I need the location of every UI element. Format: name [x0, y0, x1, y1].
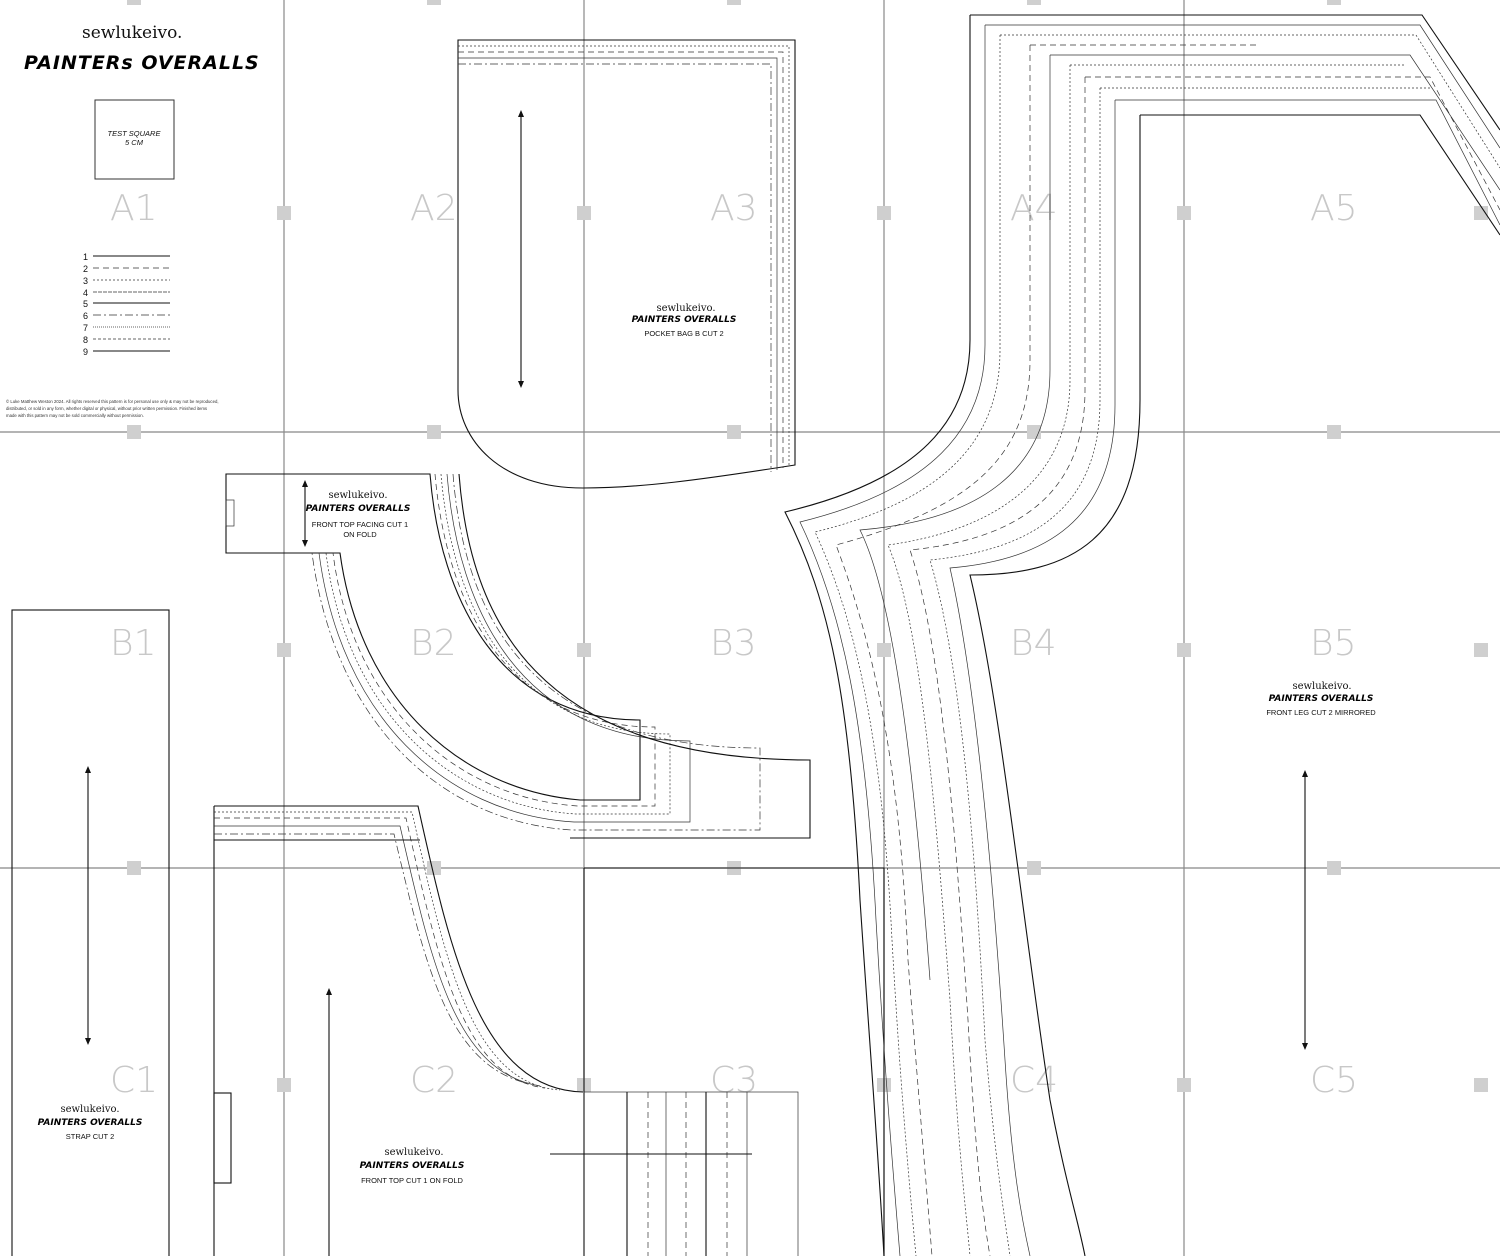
- legend-number: 4: [83, 288, 88, 298]
- piece-brand: sewlukeivo.: [328, 490, 387, 501]
- copyright-line: © Luke Matthew Weston 2024. All rights r…: [6, 399, 219, 404]
- tile-label: B5: [1310, 623, 1356, 664]
- tile-label: B4: [1010, 623, 1056, 664]
- piece-title: PAINTERS OVERALLS: [306, 504, 411, 514]
- piece-front-top: sewlukeivo. PAINTERS OVERALLS FRONT TOP …: [213, 805, 584, 1256]
- tile-label: C4: [1010, 1060, 1058, 1101]
- piece-desc: ON FOLD: [343, 530, 377, 539]
- legend-number: 2: [83, 264, 88, 274]
- piece-title: PAINTERS OVERALLS: [38, 1118, 143, 1128]
- copyright-line: distributed, or sold in any form, whethe…: [6, 406, 207, 411]
- line-legend: 1 2 3 4 5 6 7 8 9: [83, 252, 170, 357]
- piece-desc: POCKET BAG B CUT 2: [644, 329, 723, 338]
- piece-title: PAINTERS OVERALLS: [360, 1161, 465, 1171]
- tile-label: C3: [710, 1060, 758, 1101]
- tile-label: A3: [710, 188, 758, 229]
- tile-label: A4: [1010, 188, 1058, 229]
- piece-pocket-bag: sewlukeivo. PAINTERS OVERALLS POCKET BAG…: [457, 39, 796, 489]
- piece-front-top-facing: sewlukeivo. PAINTERS OVERALLS FRONT TOP …: [225, 473, 811, 839]
- tile-label: A2: [410, 188, 458, 229]
- legend-number: 3: [83, 276, 88, 286]
- piece-desc: FRONT TOP CUT 1 ON FOLD: [361, 1176, 463, 1185]
- legend-number: 5: [83, 299, 88, 309]
- legend-number: 6: [83, 311, 88, 321]
- pattern-header: sewlukeivo. PAINTERs OVERALLS TEST SQUAR…: [24, 23, 260, 180]
- piece-front-leg: sewlukeivo. PAINTERS OVERALLS FRONT LEG …: [784, 14, 1500, 1256]
- legend-number: 8: [83, 335, 88, 345]
- test-square-label: TEST SQUARE: [108, 129, 162, 138]
- piece-strap: sewlukeivo. PAINTERS OVERALLS STRAP CUT …: [11, 609, 170, 1256]
- tile-label: B3: [710, 623, 756, 664]
- pattern-title: PAINTERs OVERALLS: [24, 52, 260, 74]
- tile-labels: A1 A2 A3 A4 A5 B1 B2 B3 B4 B5 C1 C2 C3 C…: [110, 188, 1358, 1101]
- tile-label: A1: [110, 188, 158, 229]
- legend-number: 7: [83, 323, 88, 333]
- legend-number: 1: [83, 252, 88, 262]
- registration-marks: [127, 0, 1488, 1092]
- test-square: [94, 99, 175, 180]
- tile-label: A5: [1310, 188, 1358, 229]
- copyright-notice: © Luke Matthew Weston 2024. All rights r…: [6, 399, 219, 418]
- piece-brand: sewlukeivo.: [384, 1147, 443, 1158]
- piece-brand: sewlukeivo.: [1292, 681, 1351, 692]
- tile-label: B1: [110, 623, 156, 664]
- tile-label: C2: [410, 1060, 458, 1101]
- piece-title: PAINTERS OVERALLS: [1269, 694, 1374, 704]
- piece-desc: FRONT LEG CUT 2 MIRRORED: [1266, 708, 1376, 717]
- piece-brand: sewlukeivo.: [60, 1104, 119, 1115]
- tile-label: C1: [110, 1060, 158, 1101]
- piece-c3-block: [550, 867, 885, 1256]
- brand-logo: sewlukeivo.: [82, 23, 182, 43]
- test-square-size: 5 CM: [125, 138, 144, 147]
- copyright-line: made with this pattern may not be sold c…: [6, 413, 144, 418]
- piece-brand: sewlukeivo.: [656, 303, 715, 314]
- piece-desc: FRONT TOP FACING CUT 1: [312, 520, 408, 529]
- tile-label: B2: [410, 623, 456, 664]
- tile-label: C5: [1310, 1060, 1358, 1101]
- legend-number: 9: [83, 347, 88, 357]
- piece-desc: STRAP CUT 2: [66, 1132, 115, 1141]
- piece-title: PAINTERS OVERALLS: [632, 315, 737, 325]
